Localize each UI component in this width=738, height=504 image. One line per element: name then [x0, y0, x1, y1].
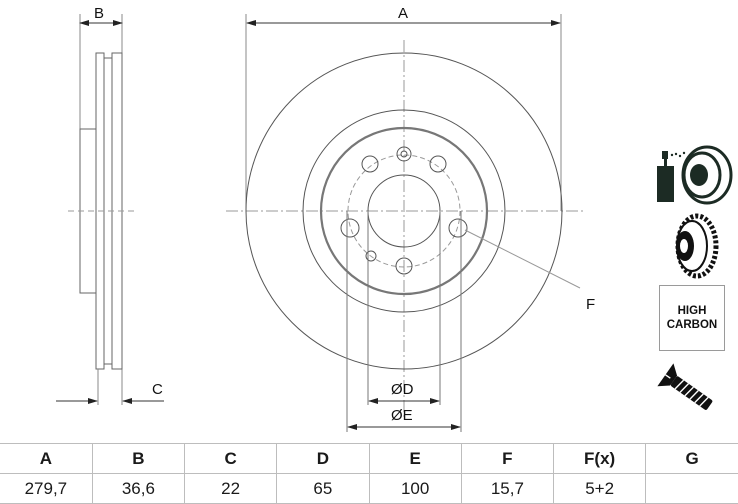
- leader-label-f: F: [586, 296, 595, 313]
- value-a: 279,7: [0, 473, 93, 504]
- front-view: [226, 14, 584, 432]
- header-e: E: [368, 443, 462, 474]
- dimension-label-c: C: [152, 381, 163, 398]
- high-carbon-line1: HIGH: [677, 305, 707, 317]
- value-b: 36,6: [91, 473, 186, 504]
- table-row: 279,7 36,6 22 65 100 15,7 5+2: [0, 473, 738, 504]
- value-e: 100: [368, 473, 462, 504]
- dimension-label-d: ØD: [391, 381, 414, 398]
- header-d: D: [276, 443, 370, 474]
- value-g: [645, 473, 738, 504]
- header-a: A: [0, 443, 93, 474]
- spray-coated-disc-icon: [657, 145, 733, 205]
- countersunk-screw-icon: [657, 363, 713, 410]
- value-d: 65: [276, 473, 370, 504]
- dimension-label-b: B: [94, 5, 104, 22]
- value-c: 22: [183, 473, 278, 504]
- header-g: G: [645, 443, 738, 474]
- header-b: B: [91, 443, 186, 474]
- side-view: [56, 14, 164, 405]
- high-carbon-line2: CARBON: [666, 319, 718, 331]
- header-fx: F(x): [552, 443, 647, 474]
- vented-disc-icon: [675, 213, 719, 279]
- header-f: F: [460, 443, 555, 474]
- dimension-label-e: ØE: [391, 407, 413, 424]
- table-header-row: A B C D E F F(x) G: [0, 443, 738, 474]
- specification-table: A B C D E F F(x) G 279,7 36,6 22 65 100 …: [0, 443, 738, 504]
- value-fx: 5+2: [552, 473, 647, 504]
- high-carbon-badge: HIGH CARBON: [659, 285, 725, 351]
- dimension-label-a: A: [398, 5, 408, 22]
- header-c: C: [183, 443, 278, 474]
- value-f: 15,7: [460, 473, 555, 504]
